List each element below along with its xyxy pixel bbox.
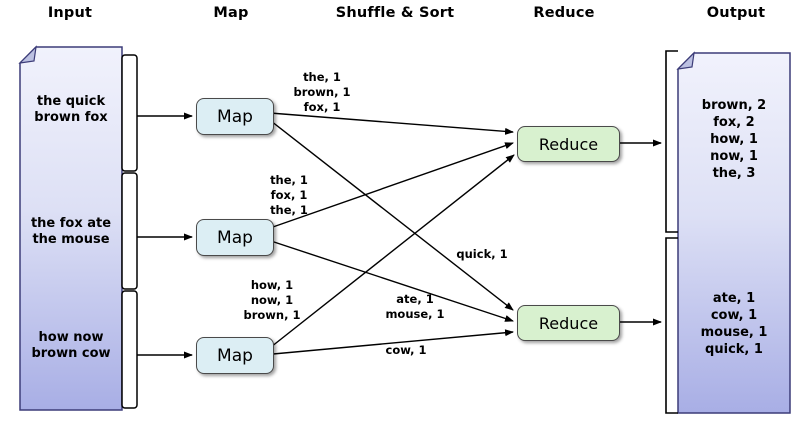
input-split-segment-3 <box>121 290 138 409</box>
text-line: fox, 2 <box>713 115 755 130</box>
map-box-label: Map <box>217 106 253 127</box>
text-line: cow, 1 <box>385 343 427 357</box>
text-line: how, 1 <box>250 278 294 292</box>
text-line: mouse, 1 <box>700 325 768 340</box>
arrow-map1-to-reduce2 <box>270 120 514 311</box>
text-line: fox, 1 <box>303 100 341 114</box>
text-line: the, 1 <box>270 173 308 187</box>
text-line: mouse, 1 <box>385 307 445 321</box>
text-line: now, 1 <box>710 149 758 164</box>
arrow-map3-to-reduce2 <box>272 329 514 355</box>
text-line: brown cow <box>31 346 111 361</box>
text-line: quick, 1 <box>456 247 508 261</box>
column-header-shuffle: Shuffle & Sort <box>335 5 455 21</box>
output-segment-text-2: ate, 1 cow, 1 mouse, 1 quick, 1 <box>678 290 790 358</box>
text-line: the fox ate <box>30 216 112 231</box>
text-line: the mouse <box>32 232 110 247</box>
map-box-label: Map <box>217 227 253 248</box>
output-bracket-2 <box>665 237 678 414</box>
shuffle-label-map1-reduce2: quick, 1 <box>432 247 532 262</box>
arrow-map2-to-reduce1 <box>269 142 514 229</box>
column-header-map: Map <box>213 5 249 21</box>
output-segment-text-1: brown, 2 fox, 2 how, 1 now, 1 the, 3 <box>678 97 790 182</box>
text-line: how now <box>38 330 104 345</box>
reduce-box-1: Reduce <box>517 126 620 162</box>
arrow-map2-to-reduce2 <box>270 240 514 322</box>
text-line: now, 1 <box>250 293 294 307</box>
text-line: brown, 1 <box>293 85 351 99</box>
output-bracket-1 <box>665 50 678 233</box>
reduce-box-label: Reduce <box>538 313 599 333</box>
text-line: fox, 1 <box>270 188 308 202</box>
map-box-3: Map <box>196 337 274 374</box>
text-line: brown, 1 <box>243 308 301 322</box>
reduce-box-label: Reduce <box>538 134 599 154</box>
map-box-label: Map <box>217 345 253 366</box>
text-line: brown fox <box>34 110 108 125</box>
input-split-segment-1 <box>121 54 138 172</box>
text-line: the, 1 <box>303 70 341 84</box>
text-line: quick, 1 <box>705 342 763 357</box>
reduce-box-2: Reduce <box>517 305 620 341</box>
map-box-1: Map <box>196 98 274 135</box>
text-line: how, 1 <box>710 132 758 147</box>
shuffle-label-map3-reduce2: cow, 1 <box>356 343 456 358</box>
text-line: the quick <box>36 94 106 109</box>
output-document-fold-icon <box>676 51 695 70</box>
text-line: the, 3 <box>712 166 756 181</box>
arrow-map3-to-reduce1 <box>270 154 515 348</box>
text-line: brown, 2 <box>701 98 767 113</box>
map-box-2: Map <box>196 219 274 256</box>
text-line: cow, 1 <box>710 308 758 323</box>
arrow-map1-to-reduce1 <box>269 112 514 135</box>
column-header-output: Output <box>706 5 766 21</box>
text-line: ate, 1 <box>396 292 434 306</box>
column-header-reduce: Reduce <box>533 5 595 21</box>
input-split-segment-2 <box>121 172 138 290</box>
text-line: ate, 1 <box>712 291 756 306</box>
column-header-input: Input <box>47 5 93 21</box>
text-line: the, 1 <box>270 203 308 217</box>
input-document-fold-icon <box>18 45 37 64</box>
